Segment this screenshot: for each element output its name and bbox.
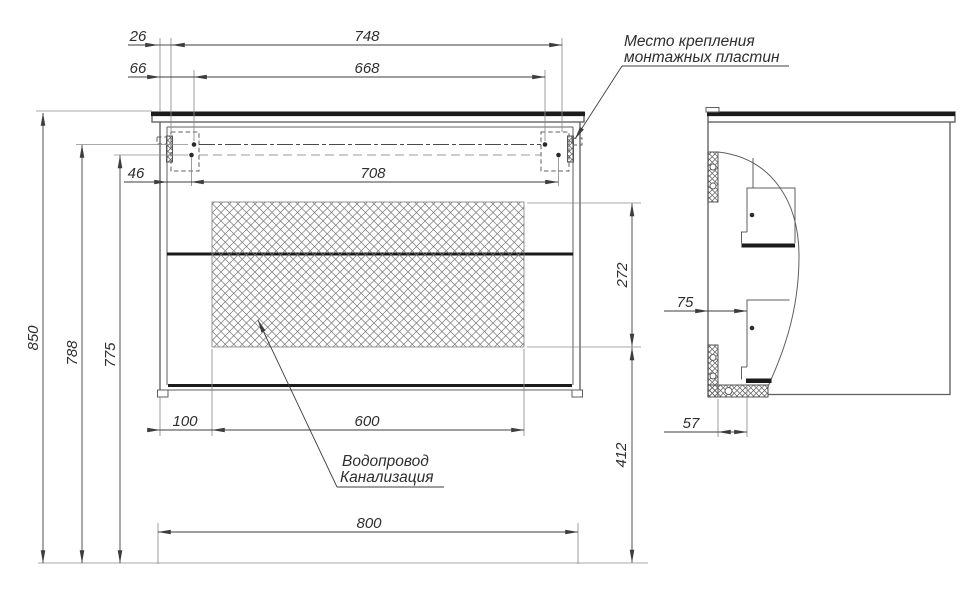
dim-800: 800 — [356, 515, 382, 532]
plumbing-note: Водопровод Канализация — [257, 319, 444, 488]
mounting-note-leader — [574, 65, 623, 140]
dim-57: 57 — [683, 415, 700, 432]
side-dimension-labels: 75 57 — [677, 294, 700, 432]
front-dimension-lines — [40, 42, 635, 564]
plumbing-note-leader — [257, 319, 338, 488]
dim-748: 748 — [354, 28, 380, 45]
side-upper-drawer — [741, 187, 796, 248]
left-mounting-plate — [170, 131, 200, 172]
dim-600: 600 — [354, 413, 380, 430]
side-countertop-lip — [705, 107, 720, 113]
side-upper-plate — [707, 151, 719, 203]
left-upper-hole — [191, 142, 197, 147]
dim-788: 788 — [64, 340, 81, 366]
right-upper-hole — [542, 142, 548, 147]
dim-100: 100 — [172, 413, 198, 430]
side-bottom-rail — [707, 384, 769, 398]
mounting-note: Место крепления монтажных пластин — [574, 33, 789, 140]
dim-708: 708 — [360, 165, 386, 182]
mounting-note-line2: монтажных пластин — [624, 49, 780, 66]
dim-46: 46 — [128, 165, 145, 182]
side-lower-drawer — [741, 299, 790, 383]
left-lower-hole — [189, 152, 194, 158]
side-view — [705, 107, 956, 398]
dim-775: 775 — [102, 342, 119, 368]
front-dimension-labels: 26 748 66 668 46 708 850 788 775 272 412… — [25, 28, 631, 532]
dim-75: 75 — [677, 294, 694, 311]
front-mounting-plates — [156, 131, 583, 172]
front-left-foot — [157, 389, 169, 398]
plumbing-note-line1: Водопровод — [342, 453, 429, 470]
mounting-note-line1: Место крепления — [624, 33, 755, 50]
side-mounting-plates — [707, 151, 769, 398]
front-dimension-extension-lines — [36, 38, 648, 564]
plumbing-note-line2: Канализация — [340, 469, 434, 486]
dim-26: 26 — [129, 28, 147, 45]
front-countertop — [151, 111, 585, 123]
dim-668: 668 — [354, 60, 380, 77]
right-lower-hole — [556, 152, 561, 158]
dim-412: 412 — [613, 442, 630, 468]
front-right-foot — [571, 389, 583, 398]
dim-272: 272 — [614, 262, 631, 289]
service-zone-hatch — [211, 201, 525, 348]
side-profile-curve — [708, 151, 800, 390]
dim-66: 66 — [130, 60, 147, 77]
side-countertop — [705, 107, 956, 123]
side-dimension-lines — [664, 308, 748, 437]
dim-850: 850 — [25, 325, 42, 351]
